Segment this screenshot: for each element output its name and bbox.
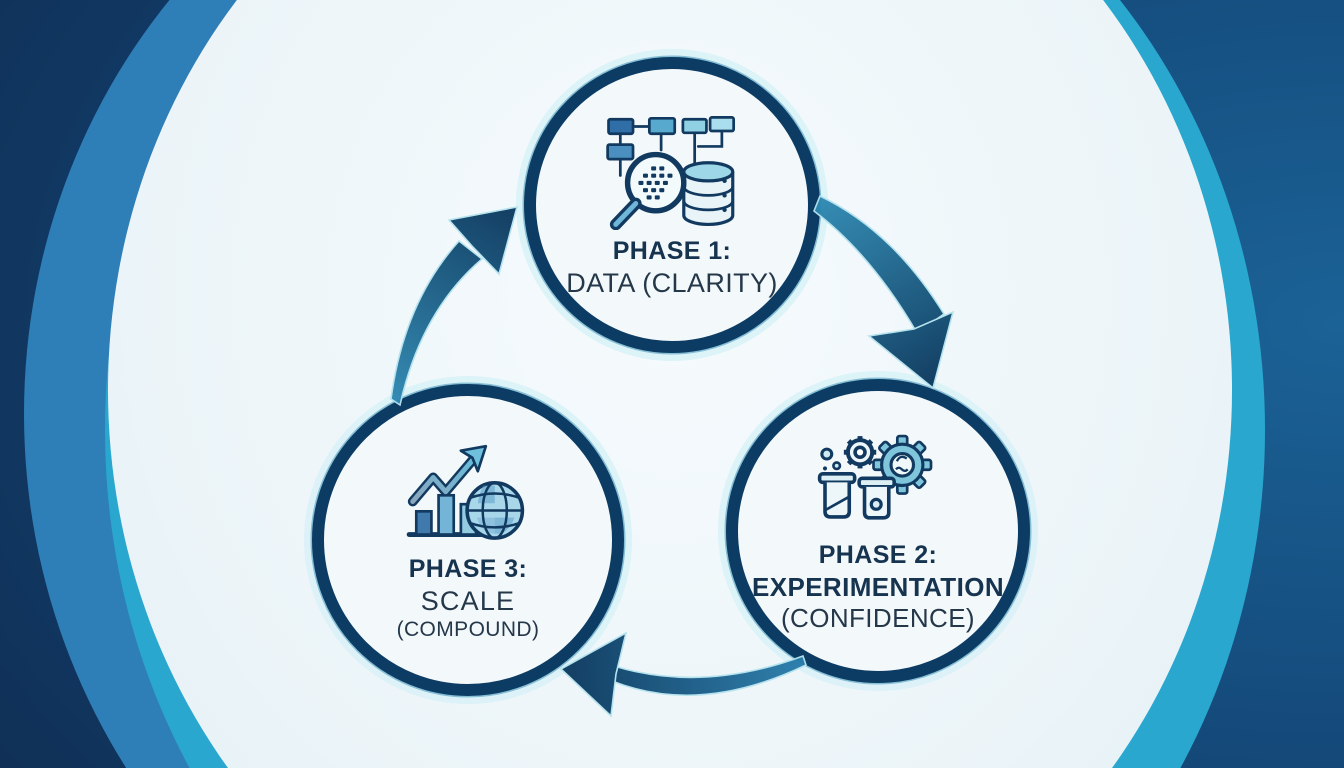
gears-beakers-experiment-icon <box>817 434 933 520</box>
flowchart-connectors <box>618 125 724 177</box>
phase-3-caption: (COMPOUND) <box>396 618 540 642</box>
flask-squiggle <box>895 455 908 462</box>
phase-2-caption: (CONFIDENCE) <box>780 603 975 634</box>
data-dots <box>638 166 673 200</box>
flowchart-magnifier-database-icon <box>606 116 736 231</box>
growth-chart-globe-icon <box>406 444 525 540</box>
database-cylinder <box>682 161 735 227</box>
phase-2-circle <box>718 371 1038 691</box>
bubbles <box>820 447 842 471</box>
arrow-phase3-to-phase1 <box>390 205 519 407</box>
phase-1-subtitle: DATA (CLARITY) <box>566 268 778 299</box>
phase-3-node: PHASE 3: SCALE (COMPOUND) <box>333 410 603 672</box>
beaker-left-icon <box>817 471 857 519</box>
flowchart-nodes <box>606 116 736 161</box>
phase-1-node: PHASE 1: DATA (CLARITY) <box>537 74 807 336</box>
magnifier-glass <box>609 152 687 231</box>
phase-2-node: PHASE 2: EXPERIMENTATION (CONFIDENCE) <box>738 400 1018 662</box>
phase-2-title: PHASE 2: <box>818 540 938 569</box>
phase-1-title: PHASE 1: <box>612 237 732 266</box>
arrow-phase2-to-phase3 <box>559 631 807 718</box>
phase-3-title: PHASE 3: <box>408 554 528 583</box>
growth-arrow <box>407 444 488 506</box>
large-gear-icon <box>872 434 933 495</box>
phase-3-subtitle: SCALE <box>420 585 516 616</box>
phase-2-subtitle: EXPERIMENTATION <box>751 571 1005 602</box>
small-gear-icon <box>843 435 877 468</box>
globe-icon <box>465 480 525 540</box>
phase-3-circle <box>304 376 632 704</box>
arrow-phase1-to-phase2 <box>813 194 955 390</box>
beaker-right-icon <box>857 476 896 520</box>
